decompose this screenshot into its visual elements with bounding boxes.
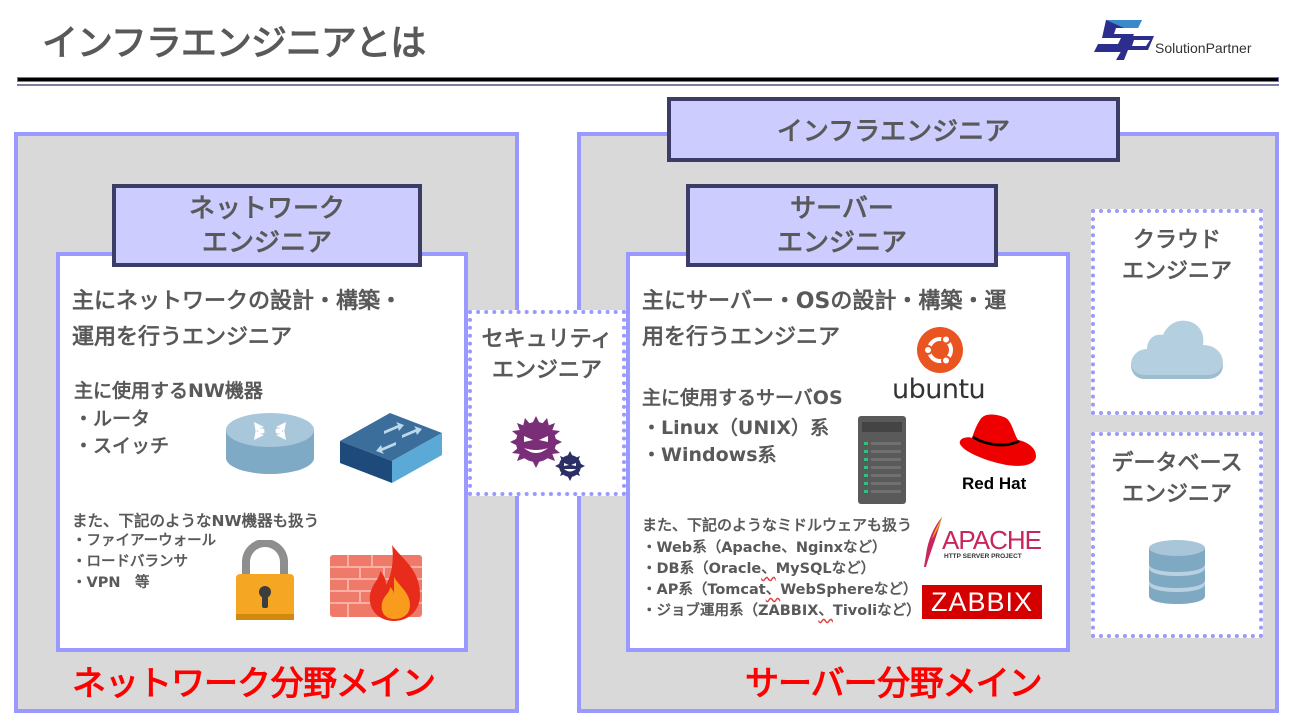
list-item: ・AP系（Tomcat、WebSphereなど） <box>642 582 918 598</box>
firewall-icon <box>330 545 422 621</box>
network-devices-heading: 主に使用するNW機器 <box>74 380 263 402</box>
database-icon <box>1149 540 1205 604</box>
logo-text: SolutionPartner <box>1155 40 1252 56</box>
server-engineer-tag: サーバー エンジニア <box>686 184 998 267</box>
server-description-line2: 用を行うエンジニア <box>642 325 841 350</box>
network-devices-list: ・ルータ ・スイッチ <box>74 406 169 460</box>
zabbix-logo: ZABBIX <box>922 585 1042 619</box>
cloud-engineer-label-line1: クラウド <box>1132 228 1221 253</box>
apache-wordmark: APACHE <box>942 525 1042 555</box>
database-engineer-box: データベース エンジニア <box>1091 432 1263 638</box>
server-field-caption: サーバー分野メイン <box>745 664 1043 704</box>
cloud-icon <box>1131 320 1223 379</box>
network-extra-list: ・ファイアーウォール ・ロードバランサ ・VPN 等 <box>72 531 216 594</box>
cloud-engineer-label-line2: エンジニア <box>1121 259 1232 284</box>
padlock-icon <box>236 540 294 620</box>
infra-engineer-tag: インフラエンジニア <box>667 97 1120 162</box>
switch-icon <box>340 413 442 483</box>
list-item: ・ファイアーウォール <box>72 533 217 549</box>
middleware-list: ・Web系（Apache、Nginxなど） ・DB系（Oracle、MySQLな… <box>642 538 921 622</box>
infra-engineer-label: インフラエンジニア <box>776 117 1011 147</box>
server-engineer-label-line1: サーバー <box>790 193 894 224</box>
cloud-engineer-box: クラウド エンジニア <box>1091 209 1263 415</box>
redhat-wordmark: Red Hat <box>962 474 1027 493</box>
network-extra-heading: また、下記のようなNW機器も扱う <box>72 512 320 530</box>
list-item: ・ジョブ運用系（ZABBIX、Tivoliなど） <box>642 603 921 619</box>
network-description: 主にネットワークの設計・構築・ 運用を行うエンジニア <box>72 284 402 356</box>
page-title: インフラエンジニアとは <box>42 23 426 64</box>
ubuntu-logo: ubuntu <box>888 322 994 408</box>
server-os-list: ・Linux（UNIX）系 ・Windows系 <box>642 415 829 469</box>
list-item: ・VPN 等 <box>72 575 150 591</box>
list-item: ・Linux（UNIX）系 <box>642 417 829 439</box>
database-engineer-label-line1: データベース <box>1111 451 1243 476</box>
virus-icon <box>510 416 585 481</box>
ubuntu-wordmark: ubuntu <box>892 374 986 405</box>
network-engineer-label-line1: ネットワーク <box>188 193 345 224</box>
list-item: ・スイッチ <box>74 435 170 457</box>
server-rack-icon <box>858 416 906 504</box>
security-engineer-label-line1: セキュリティ <box>481 327 613 352</box>
network-field-caption: ネットワーク分野メイン <box>72 664 436 704</box>
list-item: ・ルータ <box>74 408 151 430</box>
server-os-heading: 主に使用するサーバOS <box>642 387 843 409</box>
network-description-line2: 運用を行うエンジニア <box>72 325 293 350</box>
router-icon <box>226 413 314 474</box>
list-item: ・Windows系 <box>642 444 777 466</box>
redhat-logo: Red Hat <box>952 410 1044 498</box>
middleware-heading: また、下記のようなミドルウェアも扱う <box>642 516 913 534</box>
security-engineer-box: セキュリティ エンジニア <box>468 310 626 496</box>
security-engineer-label-line2: エンジニア <box>491 358 602 383</box>
ubuntu-icon <box>917 327 963 373</box>
solution-partner-logo-icon <box>1094 20 1154 60</box>
network-engineer-label-line2: エンジニア <box>201 227 332 258</box>
list-item: ・ロードバランサ <box>72 554 188 570</box>
list-item: ・Web系（Apache、Nginxなど） <box>642 540 887 556</box>
network-engineer-tag: ネットワーク エンジニア <box>112 184 422 267</box>
apache-feather-icon <box>924 517 942 567</box>
network-description-line1: 主にネットワークの設計・構築・ <box>72 289 403 314</box>
server-description-line1: 主にサーバー・OSの設計・構築・運 <box>642 289 1007 314</box>
server-engineer-label-line2: エンジニア <box>776 227 907 258</box>
apache-logo: APACHE HTTP SERVER PROJECT <box>920 513 1044 569</box>
header-rule-accent <box>17 84 1279 86</box>
server-description: 主にサーバー・OSの設計・構築・運 用を行うエンジニア <box>642 284 1006 356</box>
header-rule <box>17 77 1279 82</box>
redhat-icon <box>959 414 1036 466</box>
apache-subtitle: HTTP SERVER PROJECT <box>944 553 1022 560</box>
database-engineer-label-line2: エンジニア <box>1121 482 1232 507</box>
list-item: ・DB系（Oracle、MySQLなど） <box>642 561 876 577</box>
